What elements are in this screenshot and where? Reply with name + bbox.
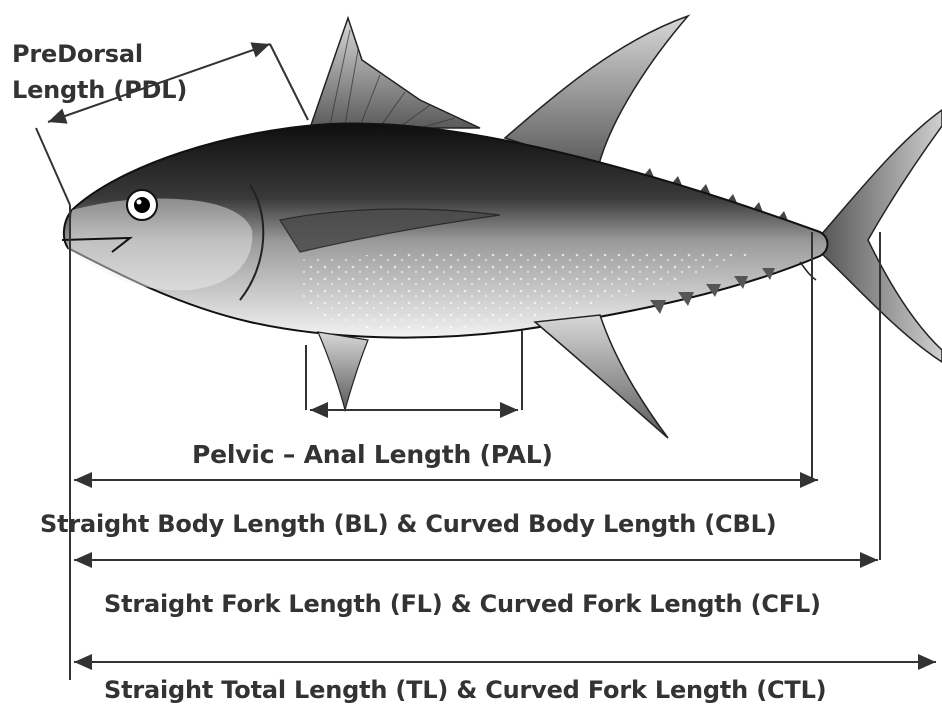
pal-label: Pelvic – Anal Length (PAL) [192,440,553,470]
pdl-label-line1: PreDorsal [12,36,187,72]
tl-label: Straight Total Length (TL) & Curved Fork… [104,676,826,705]
pelvic-fin [318,332,368,410]
pdl-label: PreDorsal Length (PDL) [12,36,187,108]
fish-illustration [62,16,942,438]
anal-fin [535,315,668,438]
pdl-extension-tip [36,128,70,205]
pdl-label-line2: Length (PDL) [12,72,187,108]
fl-label: Straight Fork Length (FL) & Curved Fork … [104,590,821,619]
bl-label: Straight Body Length (BL) & Curved Body … [40,510,776,539]
pdl-extension-fin [270,44,308,120]
first-dorsal-fin [310,18,480,128]
